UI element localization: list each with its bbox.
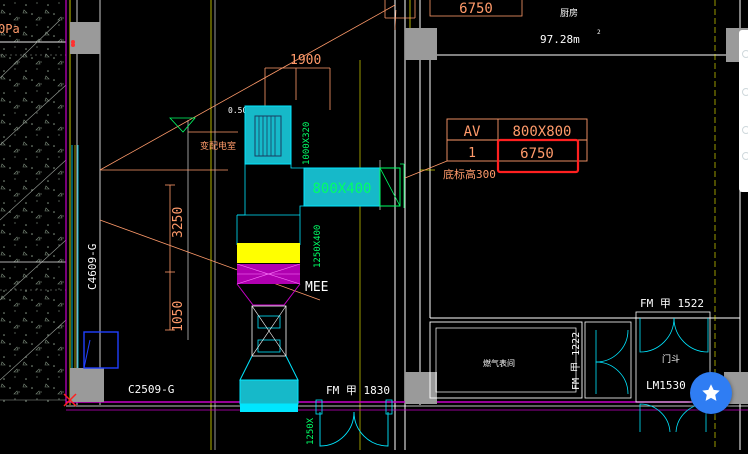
- door-swing: [353, 411, 389, 447]
- dimension-1900: 1900: [290, 53, 321, 68]
- star-icon: [702, 384, 720, 401]
- door-swing: [595, 361, 629, 395]
- note-0500: 0.500: [228, 106, 252, 115]
- column-block: [405, 28, 437, 60]
- duct-1250x400-label: 1250X400: [313, 225, 323, 268]
- panel-dot: [742, 126, 748, 134]
- dimension-1050: 1050: [171, 301, 186, 332]
- room-gas-meter-label: 燃气表间: [483, 358, 515, 368]
- duct-vertical-size: 1000X320: [302, 122, 312, 165]
- door-fm1830-label: FM 甲 1830: [326, 384, 390, 397]
- room-vestibule-label: 门斗: [662, 353, 680, 365]
- duct-1250-bottom-label: 1250X: [306, 417, 316, 445]
- hatch-area: [0, 0, 66, 405]
- wall-label-c4609: C4609-G: [86, 244, 99, 290]
- room-kitchen-name: 厨房: [560, 7, 578, 19]
- fan-section: [251, 305, 287, 357]
- room-kitchen-area: 97.28m: [540, 33, 580, 46]
- duct-bottom-box: [239, 379, 299, 405]
- highlight-box: [496, 138, 580, 174]
- door-fm1222-label: FM 甲 1222: [571, 332, 582, 390]
- wall-label-c2509: C2509-G: [128, 383, 174, 396]
- panel-dot: [742, 152, 748, 160]
- blue-equipment-box: [83, 331, 119, 369]
- elevation-note: 底标高300: [443, 167, 496, 181]
- door-lm1530-label: LM1530: [646, 379, 686, 392]
- column-block: [405, 372, 437, 404]
- equipment-mee-label: MEE: [305, 280, 328, 295]
- table-row-right: 6750: [520, 146, 554, 162]
- favorite-button[interactable]: [690, 372, 732, 414]
- panel-dot: [742, 88, 748, 96]
- room-substation-label: 变配电室: [200, 140, 236, 152]
- door-swing: [639, 317, 675, 353]
- unit-label: 0Pa: [0, 22, 20, 36]
- door-swing: [319, 411, 355, 447]
- column-block: [70, 368, 104, 402]
- door-fm1522-label: FM 甲 1522: [640, 297, 704, 310]
- room-kitchen-area-sup: 2: [597, 29, 601, 36]
- table-row-left: 1: [468, 146, 476, 161]
- side-panel[interactable]: [739, 30, 748, 192]
- duct-main-size: 800X400: [312, 181, 371, 197]
- duct-vertical-box: [244, 105, 292, 165]
- door-swing: [673, 317, 709, 353]
- door-swing: [595, 329, 629, 363]
- column-block: [70, 22, 100, 54]
- panel-dot: [742, 50, 748, 58]
- dimension-3250: 3250: [171, 207, 186, 238]
- top-dimension-label: 6750: [459, 1, 493, 17]
- equipment-yellow: [237, 243, 300, 263]
- table-header-left: AV: [464, 124, 481, 140]
- table-header-right: 800X800: [512, 124, 571, 140]
